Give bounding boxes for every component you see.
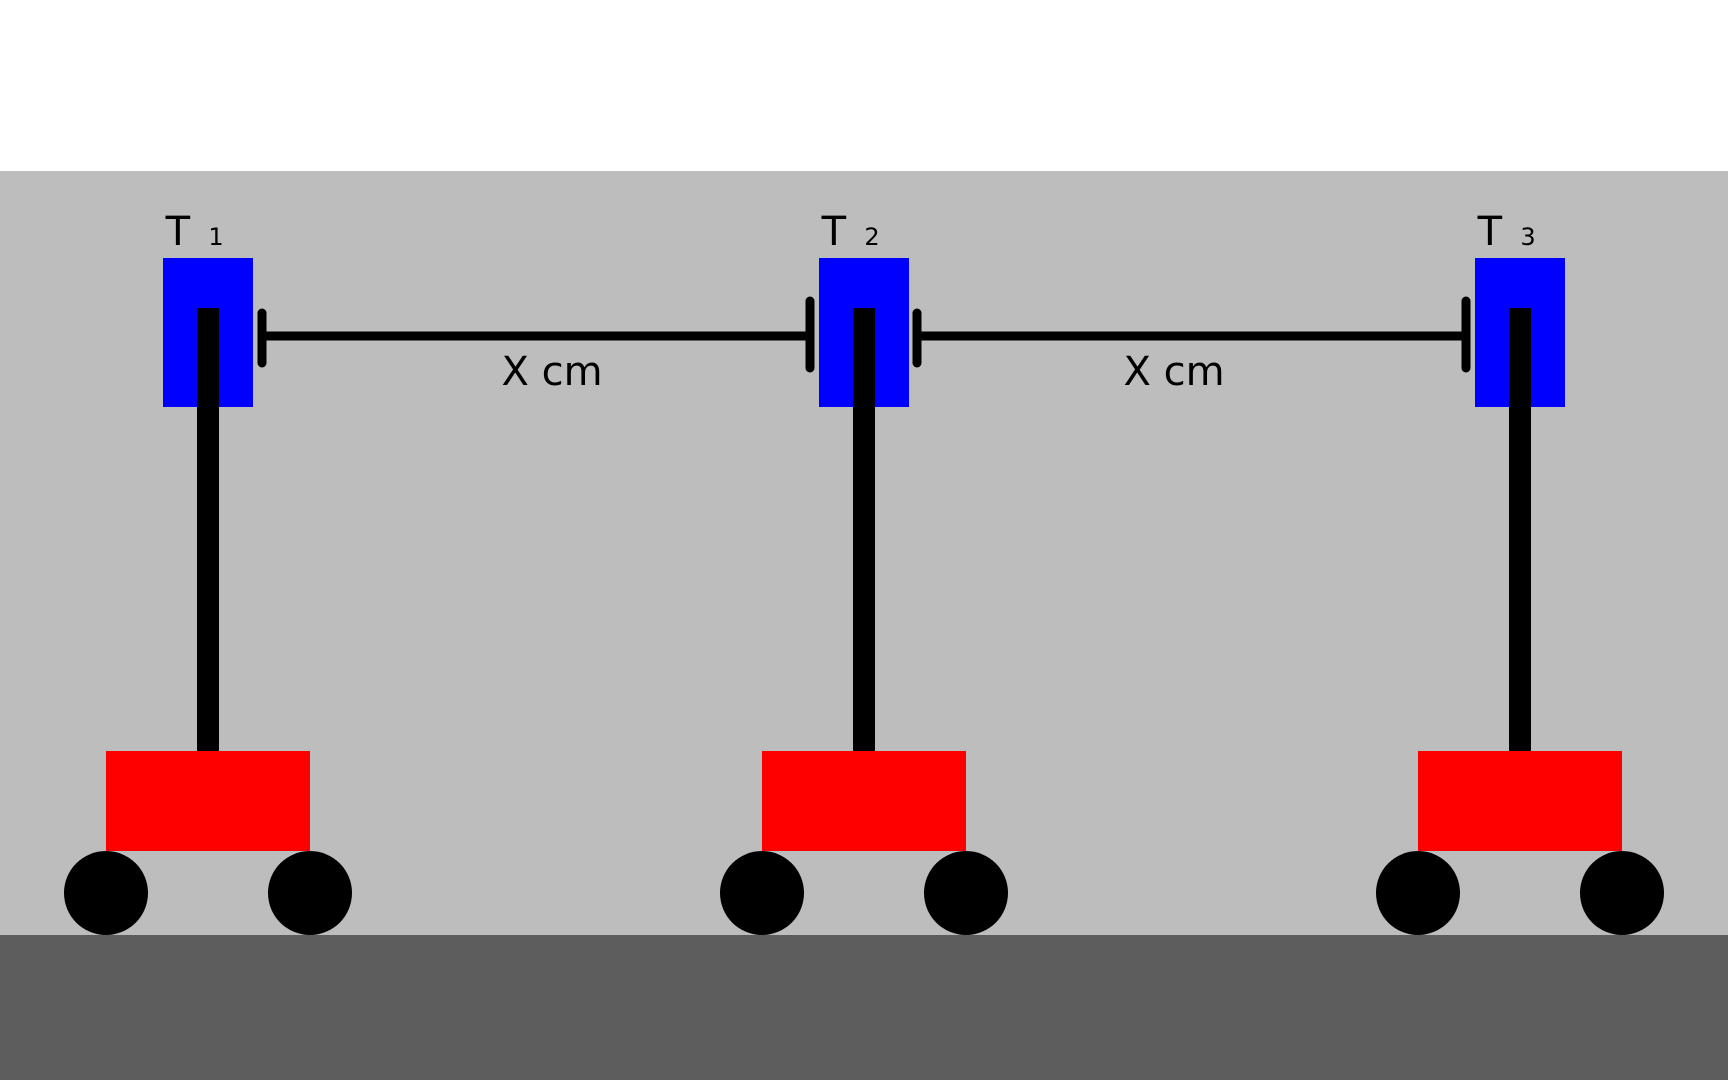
cart-body xyxy=(762,751,966,851)
support-pole xyxy=(197,308,219,751)
distance-label: X cm xyxy=(1123,349,1224,395)
trolley-subscript: 1 xyxy=(208,223,223,251)
wheel-icon xyxy=(64,851,148,935)
distance-marker-1: X cm xyxy=(257,296,815,395)
support-pole xyxy=(853,308,875,751)
cart-body xyxy=(106,751,310,851)
wheel-icon xyxy=(268,851,352,935)
trolley-1: T 1 xyxy=(64,209,352,935)
wheel-icon xyxy=(1580,851,1664,935)
trolley-subscript: 2 xyxy=(864,223,879,251)
trolley-subscript: 3 xyxy=(1520,223,1535,251)
sky-band xyxy=(0,0,1728,171)
support-pole xyxy=(1509,308,1531,751)
trolley-2: T 2 xyxy=(720,209,1008,935)
trolley-label: T xyxy=(821,209,847,255)
cart-body xyxy=(1418,751,1622,851)
trolley-3: T 3 xyxy=(1376,209,1664,935)
distance-marker-2: X cm xyxy=(912,296,1471,395)
wheel-icon xyxy=(1376,851,1460,935)
floor-band xyxy=(0,935,1728,1080)
trolley-label: T xyxy=(1477,209,1503,255)
trolley-label: T xyxy=(165,209,191,255)
wheel-icon xyxy=(720,851,804,935)
distance-label: X cm xyxy=(501,349,602,395)
wheel-icon xyxy=(924,851,1008,935)
